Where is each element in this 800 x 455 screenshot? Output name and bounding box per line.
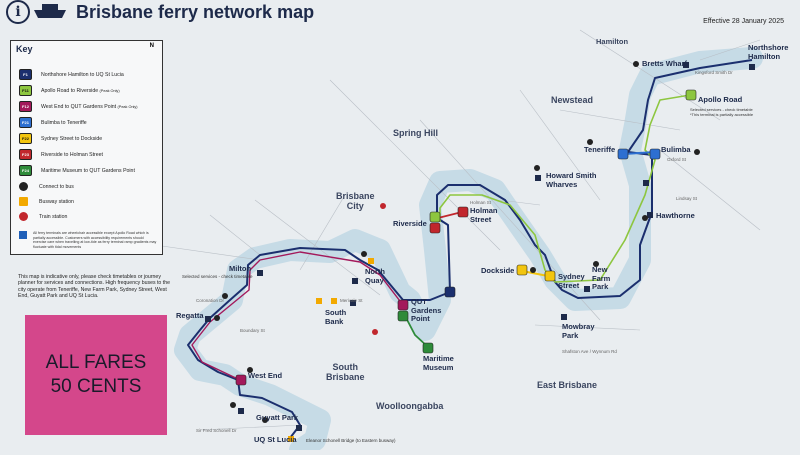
fares-banner: ALL FARES 50 CENTS — [25, 315, 167, 435]
stop-south-bank[interactable]: South Bank — [325, 308, 347, 326]
key-title: Key — [16, 44, 33, 54]
stop-new-farm-park[interactable]: New Farm Park — [592, 265, 611, 291]
stop-apollo-road[interactable]: Apollo Road — [698, 95, 743, 104]
symbol-label: Train station — [39, 213, 68, 220]
key-route-f22: F22 Sydney Street to Dockside — [19, 133, 102, 144]
route-badge: F11 — [19, 85, 32, 96]
stop-west-end[interactable]: West End — [248, 371, 283, 380]
route-badge: F1 — [19, 69, 32, 80]
stop-mowbray-park[interactable]: Mowbray Park — [562, 322, 595, 340]
symbol-label: Connect to bus — [39, 183, 74, 190]
route-label: Riverside to Holman Street — [41, 151, 103, 158]
north-arrow-icon: N — [150, 43, 154, 49]
suburb-spring-hill: Spring Hill — [393, 128, 438, 138]
busway-icon — [19, 197, 28, 206]
stop-qut-gardens-point[interactable]: QUT Gardens Point — [411, 297, 442, 323]
stop-howard-smith-wharves[interactable]: Howard Smith Wharves — [546, 171, 597, 189]
stop-northshore-hamilton[interactable]: Northshore Hamilton — [748, 43, 789, 61]
accessibility-icon — [19, 231, 27, 239]
stop-maritime-museum[interactable]: Maritime Museum — [423, 354, 454, 372]
street-kingsford-smith: Kingsford Smith Dr — [695, 70, 733, 75]
route-badge: F21 — [19, 117, 32, 128]
stop-uq-st-lucia[interactable]: UQ St Lucia — [254, 435, 297, 444]
accessibility-text: All ferry terminals are wheelchair acces… — [33, 231, 157, 249]
route-badge: F12 — [19, 101, 32, 112]
stop-guyatt-park[interactable]: Guyatt Park — [256, 413, 299, 422]
key-route-f11: F11 Apollo Road to Riverside (Peak Only) — [19, 85, 120, 96]
route-f1-line — [187, 59, 753, 439]
route-label: Apollo Road to Riverside — [41, 87, 99, 94]
stop-holman-street[interactable]: Holman Street — [470, 206, 498, 224]
map-key: Key N F1 Northshore Hamilton to UQ St Lu… — [10, 40, 163, 255]
symbol-label: Busway station — [39, 198, 74, 205]
route-label: Northshore Hamilton to UQ St Lucia — [41, 71, 124, 78]
street-boundary: Boundary St — [240, 328, 265, 333]
street-shafston: Shafston Ave / Wynnum Rd — [562, 349, 617, 354]
suburb-south-brisbane: South Brisbane — [326, 362, 365, 382]
route-label: West End to QUT Gardens Point — [41, 103, 117, 110]
apollo-note: Selected services - check timetable *Thi… — [690, 107, 754, 117]
stop-hawthorne[interactable]: Hawthorne — [656, 211, 695, 220]
suburb-brisbane-city: Brisbane City — [336, 191, 375, 211]
suburb-hamilton: Hamilton — [596, 37, 629, 46]
key-busway: Busway station — [19, 197, 74, 206]
street-lindsay: Lindsay St — [676, 196, 698, 201]
connection-icons — [214, 61, 700, 442]
route-note: (Peak Only) — [99, 88, 120, 93]
route-note: (Peak Only) — [117, 104, 138, 109]
route-label: Bulimba to Teneriffe — [41, 119, 87, 126]
key-bus: Connect to bus — [19, 182, 74, 191]
stop-riverside[interactable]: Riverside — [393, 219, 427, 228]
route-f11-line — [439, 94, 691, 283]
effective-date: Effective 28 January 2025 — [703, 18, 784, 25]
suburb-woolloongabba: Woolloongabba — [376, 401, 444, 411]
accessibility-note: All ferry terminals are wheelchair acces… — [19, 231, 157, 249]
suburb-newstead: Newstead — [551, 95, 594, 105]
route-label: Maritime Museum to QUT Gardens Point — [41, 167, 135, 174]
milton-note: Selected services - check timetable — [182, 274, 253, 279]
stop-regatta[interactable]: Regatta — [176, 311, 204, 320]
street-grid — [119, 29, 761, 431]
key-route-f12: F12 West End to QUT Gardens Point (Peak … — [19, 101, 138, 112]
fares-line-2: 50 CENTS — [50, 376, 142, 397]
street-oxford: Oxford St — [667, 157, 687, 162]
fares-line-1: ALL FARES — [45, 352, 147, 373]
stop-bulimba[interactable]: Bulimba — [661, 145, 691, 154]
train-icon — [19, 212, 28, 221]
route-badge: F23 — [19, 149, 32, 160]
suburb-east-brisbane: East Brisbane — [537, 380, 598, 390]
bus-icon — [19, 182, 28, 191]
stop-milton[interactable]: Milton — [229, 264, 252, 273]
street-holman: Holman St — [470, 200, 492, 205]
stop-markers — [205, 62, 755, 431]
stop-north-quay[interactable]: North Quay — [365, 267, 385, 285]
key-route-f21: F21 Bulimba to Teneriffe — [19, 117, 87, 128]
stop-sydney-street[interactable]: Sydney Street — [558, 272, 585, 290]
brisbane-river — [174, 47, 763, 455]
street-sir-fred: Sir Fred Schonell Dr — [196, 428, 237, 433]
route-f12-line — [191, 251, 404, 381]
key-route-f23: F23 Riverside to Holman Street — [19, 149, 103, 160]
route-label: Sydney Street to Dockside — [41, 135, 103, 142]
info-icon: i — [6, 0, 30, 24]
ferry-icon — [34, 4, 66, 18]
north-label: N — [149, 43, 154, 49]
route-badge: F22 — [19, 133, 32, 144]
page-title: Brisbane ferry network map — [76, 2, 315, 22]
key-route-f1: F1 Northshore Hamilton to UQ St Lucia — [19, 69, 124, 80]
stop-teneriffe[interactable]: Teneriffe — [584, 145, 616, 154]
stop-dockside[interactable]: Dockside — [481, 266, 515, 275]
disclaimer: This map is indicative only, please chec… — [18, 274, 170, 299]
route-badge: F24 — [19, 165, 32, 176]
street-merivale: Merivale St — [340, 298, 363, 303]
uq-note: Eleanor Schonell Bridge (to Eastern busw… — [306, 438, 396, 443]
route-badges — [235, 89, 697, 386]
key-train: Train station — [19, 212, 67, 221]
stop-bretts-wharf[interactable]: Bretts Wharf — [642, 59, 688, 68]
street-coronation: Coronation Dr — [196, 298, 225, 303]
key-route-f24: F24 Maritime Museum to QUT Gardens Point — [19, 165, 135, 176]
